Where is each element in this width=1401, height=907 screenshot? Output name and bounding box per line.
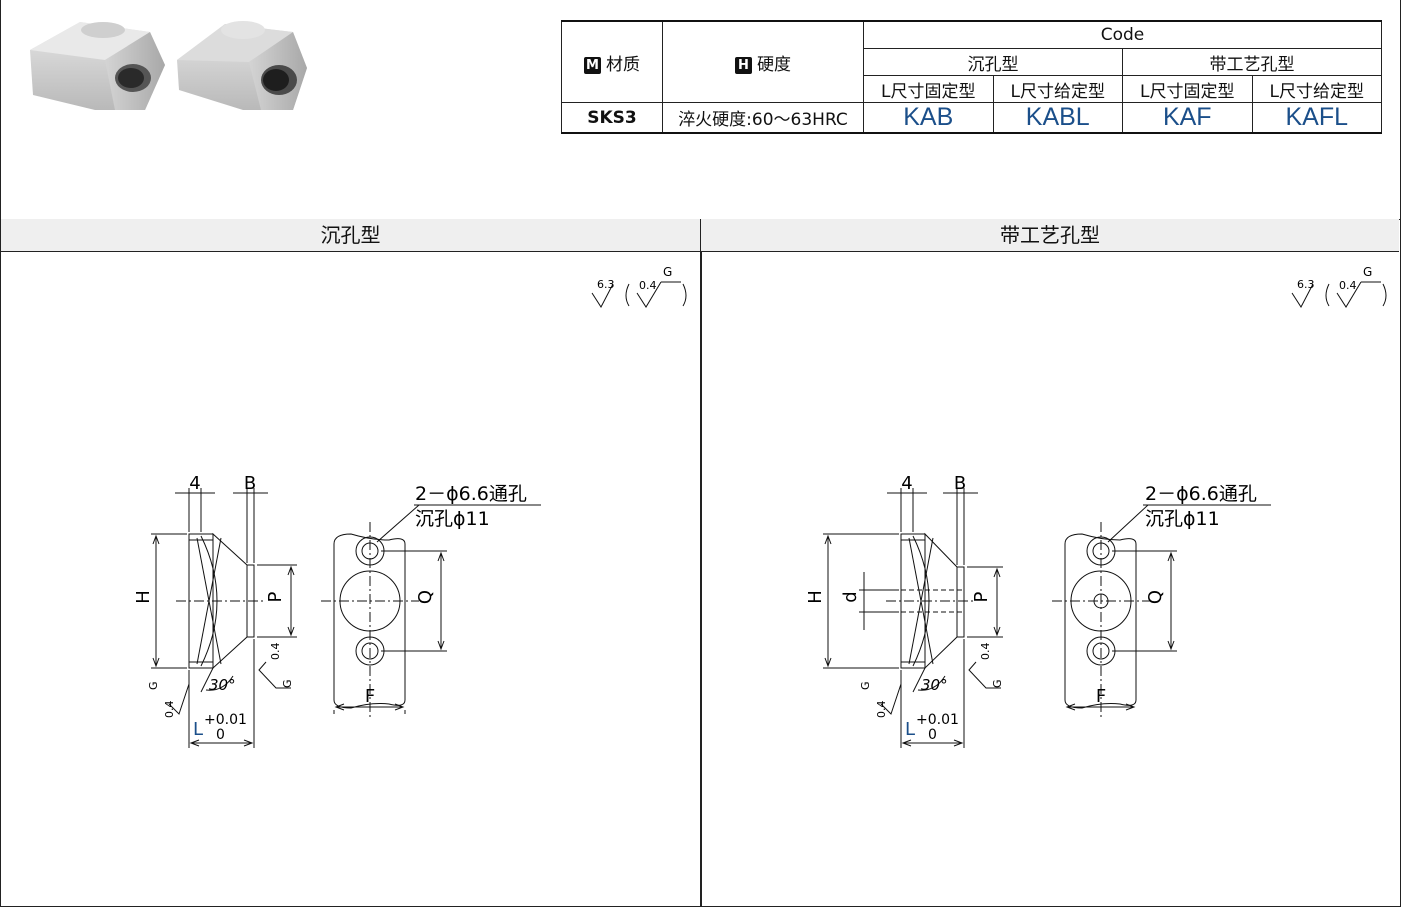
drawing-counterbore: 6.3 0.4 G 4 B H P Q F L +0.01 0 30° 2－ϕ6… [133, 265, 687, 748]
svg-text:0.4: 0.4 [875, 701, 888, 719]
material-value: SKS3 [561, 102, 663, 134]
svg-text:G: G [991, 679, 1004, 688]
product-photo-counterbore [30, 22, 165, 110]
svg-text:0.4: 0.4 [639, 279, 657, 292]
svg-text:Q: Q [415, 590, 436, 604]
svg-text:P: P [265, 591, 286, 602]
sub-header: L尺寸给定型 [1251, 75, 1382, 103]
svg-text:B: B [954, 473, 966, 494]
svg-text:0: 0 [928, 727, 937, 743]
code-kab[interactable]: KAB [863, 102, 994, 134]
svg-text:4: 4 [901, 473, 912, 494]
svg-text:0.4: 0.4 [269, 643, 282, 661]
roughness-symbol [1291, 281, 1387, 308]
svg-text:6.3: 6.3 [597, 278, 615, 291]
svg-text:L: L [905, 719, 915, 740]
hardness-value: 淬火硬度:60～63HRC [662, 102, 864, 134]
sub-header: L尺寸固定型 [863, 75, 994, 103]
svg-text:G: G [1363, 265, 1372, 279]
code-kabl[interactable]: KABL [992, 102, 1123, 134]
code-kaf[interactable]: KAF [1122, 102, 1253, 134]
svg-text:P: P [971, 591, 992, 602]
group-counterbore-header: 沉孔型 [863, 48, 1123, 76]
svg-text:2－ϕ6.6通孔: 2－ϕ6.6通孔 [415, 483, 527, 505]
left-panel-title: 沉孔型 [1, 219, 700, 252]
top-frame [0, 0, 1401, 220]
svg-text:d: d [840, 591, 861, 602]
sub-header: L尺寸固定型 [1122, 75, 1253, 103]
svg-text:30°: 30° [921, 676, 948, 694]
right-panel-title: 带工艺孔型 [701, 219, 1399, 252]
svg-text:0.4: 0.4 [163, 701, 176, 719]
svg-text:4: 4 [189, 473, 200, 494]
svg-text:0.4: 0.4 [1339, 279, 1357, 292]
group-tooling-header: 带工艺孔型 [1122, 48, 1382, 76]
svg-text:H: H [133, 590, 154, 604]
svg-text:沉孔ϕ11: 沉孔ϕ11 [1145, 508, 1220, 530]
code-kafl[interactable]: KAFL [1251, 102, 1382, 134]
svg-text:G: G [147, 681, 160, 690]
svg-text:2－ϕ6.6通孔: 2－ϕ6.6通孔 [1145, 483, 1257, 505]
product-photo-tooling-hole [177, 21, 307, 110]
svg-text:H: H [805, 590, 826, 604]
svg-text:沉孔ϕ11: 沉孔ϕ11 [415, 508, 490, 530]
sub-header: L尺寸给定型 [992, 75, 1123, 103]
svg-text:+0.01: +0.01 [916, 712, 959, 728]
svg-text:L: L [193, 719, 203, 740]
svg-text:30°: 30° [209, 676, 236, 694]
svg-text:F: F [365, 686, 375, 707]
svg-text:+0.01: +0.01 [204, 712, 247, 728]
drawing-tooling-hole: 6.3 0.4 G 4 B H d P Q F L +0.01 0 30° 2－… [805, 265, 1387, 748]
roughness-symbol [591, 281, 687, 308]
svg-text:Q: Q [1145, 590, 1166, 604]
svg-text:6.3: 6.3 [1297, 278, 1315, 291]
svg-text:0: 0 [216, 727, 225, 743]
svg-text:0.4: 0.4 [979, 643, 992, 661]
svg-text:F: F [1096, 686, 1106, 707]
svg-text:B: B [244, 473, 256, 494]
svg-text:G: G [281, 679, 294, 688]
svg-text:G: G [663, 265, 672, 279]
svg-text:G: G [859, 681, 872, 690]
code-header: Code [863, 20, 1382, 49]
